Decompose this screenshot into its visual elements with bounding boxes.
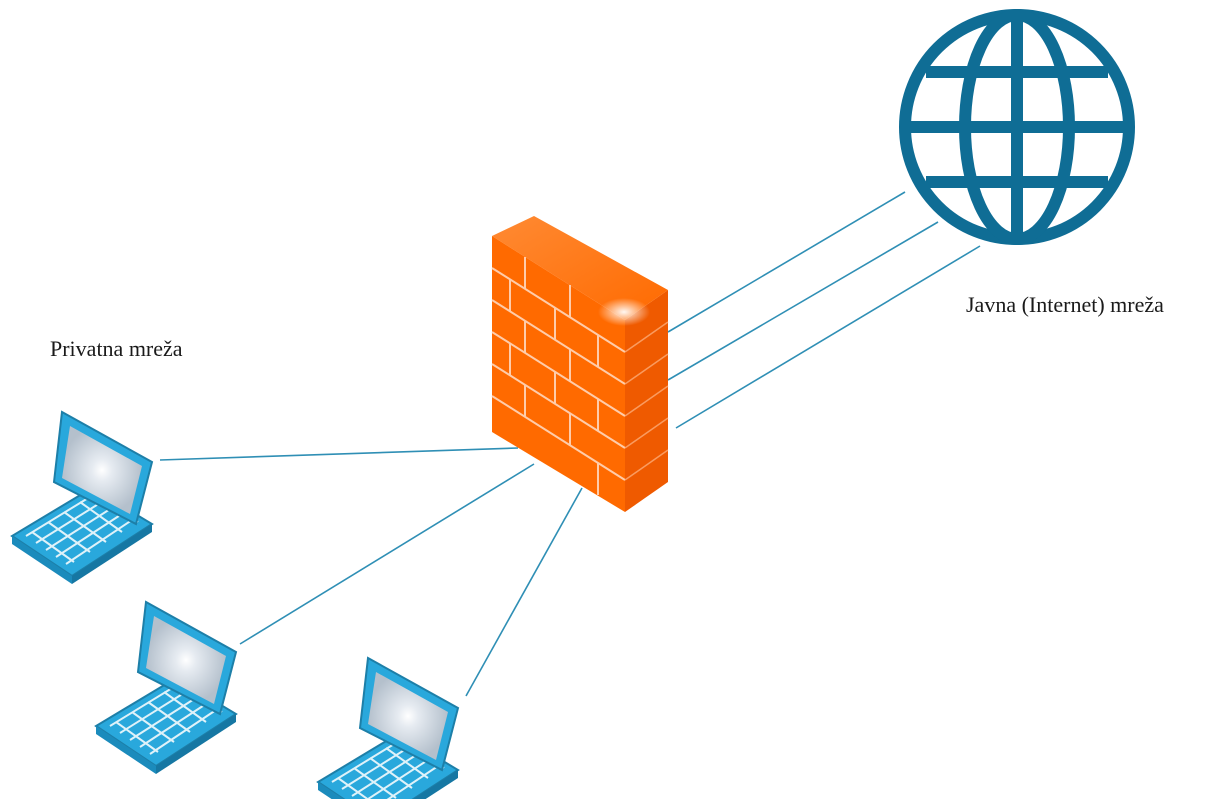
public-network-label: Javna (Internet) mreža [966, 292, 1164, 317]
link-firewall-internet-3 [675, 245, 981, 429]
private-links [159, 447, 583, 697]
link-laptop-3-firewall [465, 487, 583, 697]
link-firewall-internet-2 [667, 221, 939, 381]
private-network-label: Privatna mreža [50, 336, 183, 361]
link-laptop-1-firewall [159, 447, 519, 461]
link-firewall-internet-1 [667, 191, 906, 333]
laptop-icon [317, 657, 459, 799]
laptop-icon [95, 601, 237, 775]
firewall-icon [491, 216, 669, 512]
laptop-icon [11, 411, 153, 585]
link-laptop-2-firewall [239, 463, 535, 645]
globe-icon [899, 9, 1135, 245]
public-links [667, 191, 981, 429]
